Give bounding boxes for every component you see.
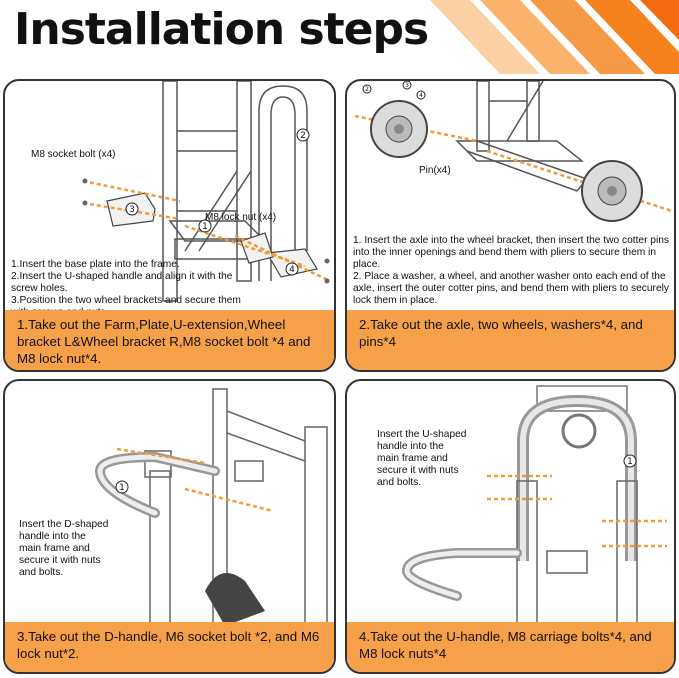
socket-bolt-label: M8 socket bolt (x4) [31, 149, 116, 160]
step-1-illustration: 3 1 4 2 [82, 81, 331, 302]
step-1-caption: 1.Take out the Farm,Plate,U-extension,Wh… [5, 310, 334, 370]
step-2-instructions: 1. Insert the axle into the wheel bracke… [353, 235, 673, 307]
step-4-panel: 1 Insert the U-shaped handle into the ma… [345, 379, 676, 674]
step-1-panel: 3 1 4 2 M8 socket bolt (x4) M8 lock nut … [3, 79, 336, 372]
step-4-instruction: Insert the U-shaped handle into the main… [377, 429, 467, 488]
svg-text:4: 4 [419, 92, 423, 99]
step-3-instruction: Insert the D-shaped handle into the main… [19, 519, 109, 578]
step-2-instruction-2: 2. Place a washer, a wheel, and another … [353, 271, 669, 306]
header-banner: Installation steps [0, 0, 679, 74]
header-stripes [430, 0, 679, 74]
callout-3: 3 [129, 205, 135, 215]
svg-text:3: 3 [405, 82, 409, 89]
callout-2: 2 [300, 131, 306, 141]
lock-nut-label: M8 lock nut (x4) [205, 212, 277, 223]
step-1-instruction-2: 2.Insert the U-shaped handle and align i… [11, 271, 233, 294]
step-2-panel: 2 3 4 Pin(x4) 1. Insert the axle into th… [345, 79, 676, 372]
step-4-caption: 4.Take out the U-handle, M8 carriage bol… [347, 622, 674, 672]
page-title: Installation steps [14, 4, 429, 55]
callout-4: 4 [289, 265, 295, 275]
step-3-caption: 3.Take out the D-handle, M6 socket bolt … [5, 622, 334, 672]
step-2-illustration: 2 3 4 [354, 81, 673, 222]
step-2-instruction-1: 1. Insert the axle into the wheel bracke… [353, 235, 669, 270]
svg-text:2: 2 [365, 86, 369, 93]
step-3-panel: 1 Insert the D-shaped handle into the ma… [3, 379, 336, 674]
pin-label: Pin(x4) [419, 165, 451, 176]
step-2-caption: 2.Take out the axle, two wheels, washers… [347, 310, 674, 370]
step-4-illustration: 1 [401, 385, 667, 626]
svg-text:1: 1 [627, 457, 633, 467]
step-3-illustration: 1 [94, 388, 328, 626]
svg-text:1: 1 [119, 483, 125, 493]
callout-1: 1 [202, 222, 208, 232]
step-1-instruction-1: 1.Insert the base plate into the frame. [11, 259, 180, 270]
